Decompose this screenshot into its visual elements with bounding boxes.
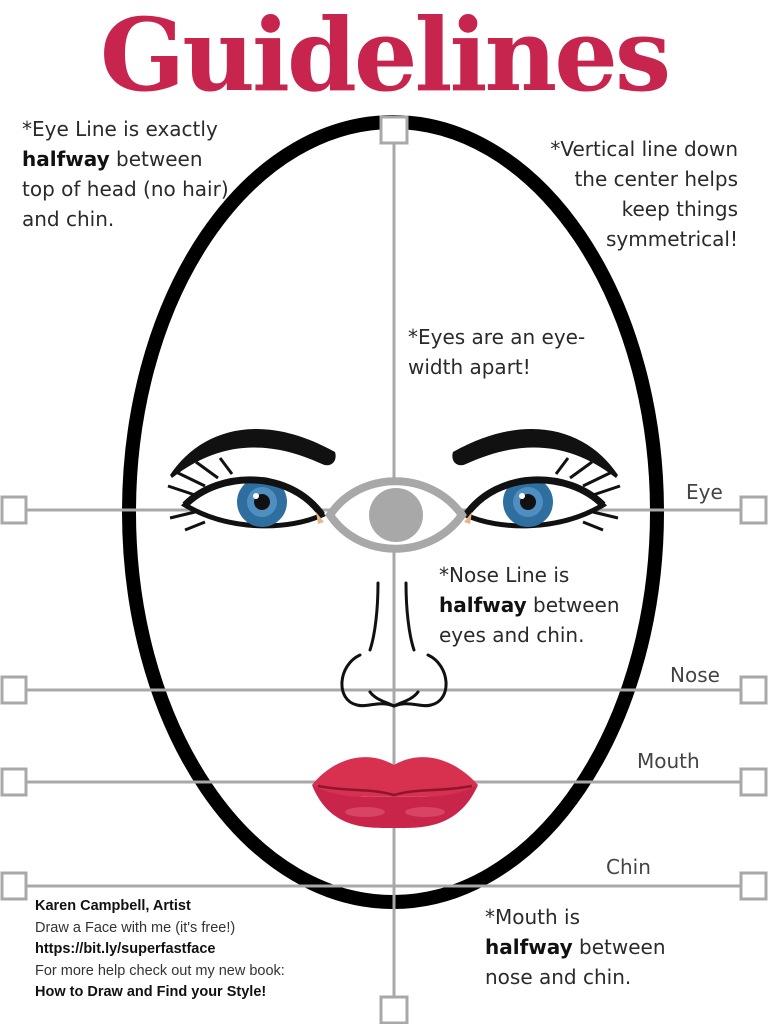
left-eyebrow: [170, 428, 336, 478]
credits-subtitle: Draw a Face with me (it's free!): [35, 919, 236, 936]
eye-width-icon: [325, 477, 467, 553]
guide-handle-icon[interactable]: [379, 115, 409, 145]
mouth-label: Mouth: [637, 749, 700, 773]
vertical-line-note: *Vertical line down the center helps kee…: [550, 137, 738, 251]
guide-handle-icon[interactable]: [739, 675, 768, 705]
guide-handle-icon[interactable]: [0, 871, 28, 901]
credits: Karen Campbell, Artist Draw a Face with …: [35, 896, 285, 1004]
guide-handle-icon[interactable]: [739, 871, 768, 901]
eyes-apart-note: *Eyes are an eye- width apart!: [408, 325, 586, 379]
credits-book-intro: For more help check out my new book:: [35, 962, 285, 979]
nose-line-note: *Nose Line is halfway between eyes and c…: [439, 563, 620, 647]
guide-handle-icon[interactable]: [0, 767, 28, 797]
guide-handle-icon[interactable]: [739, 495, 768, 525]
credits-link[interactable]: https://bit.ly/superfastface: [35, 941, 216, 957]
guide-handle-icon[interactable]: [0, 495, 28, 525]
eye-label: Eye: [686, 480, 723, 504]
right-eye: [462, 457, 621, 532]
page-title: Guidelines: [99, 0, 671, 114]
mouth-note: *Mouth is halfway between nose and chin.: [485, 905, 666, 989]
artist-name: Karen Campbell, Artist: [35, 898, 191, 914]
right-eyebrow: [452, 428, 618, 478]
guide-handle-icon[interactable]: [739, 767, 768, 797]
eye-line-note: *Eye Line is exactly halfway between top…: [22, 117, 229, 231]
guide-handle-icon[interactable]: [379, 995, 409, 1024]
lips: [312, 757, 478, 829]
left-eye: [167, 457, 326, 532]
nose: [340, 581, 448, 708]
guide-handle-icon[interactable]: [0, 675, 28, 705]
book-title: How to Draw and Find your Style!: [35, 984, 267, 1000]
chin-label: Chin: [606, 855, 651, 879]
nose-label: Nose: [670, 663, 720, 687]
